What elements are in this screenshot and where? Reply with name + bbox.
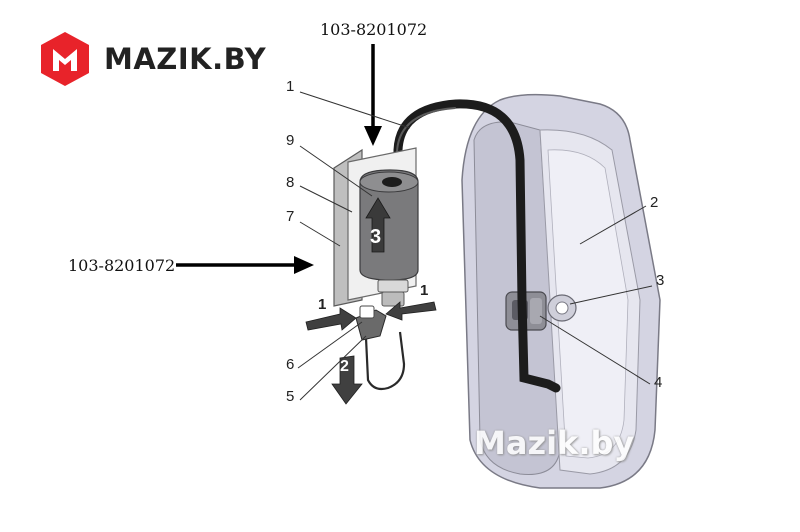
direction-arrows <box>305 301 437 405</box>
callout-4: 4 <box>654 374 663 391</box>
mirror-housing <box>461 93 661 489</box>
part-code-left: 103-8201072 <box>68 256 176 275</box>
brand-logo[interactable]: MAZIK.BY <box>36 28 276 90</box>
watermark: Mazik.by <box>474 424 635 462</box>
callout-1: 1 <box>286 78 295 95</box>
connector-cover <box>359 169 419 281</box>
callout-3: 3 <box>656 272 665 289</box>
arrow-label-slide-up: 3 <box>370 226 382 248</box>
arrow-label-push-right: 1 <box>420 282 429 299</box>
callout-leaders <box>297 91 653 401</box>
callout-5: 5 <box>286 388 295 405</box>
connector-plug <box>355 279 409 341</box>
callout-9: 9 <box>286 132 295 149</box>
arrow-label-pull-down: 2 <box>340 358 349 375</box>
logo-m-icon <box>41 32 89 86</box>
brand-logo-text: MAZIK.BY <box>104 42 267 76</box>
callout-7: 7 <box>286 208 295 225</box>
mounting-bolt <box>547 294 577 322</box>
part-code-top: 103-8201072 <box>320 20 428 39</box>
arrow-label-push-left: 1 <box>318 296 327 313</box>
callout-2: 2 <box>650 194 659 211</box>
callout-6: 6 <box>286 356 295 373</box>
callout-8: 8 <box>286 174 295 191</box>
heating-cable <box>364 99 561 393</box>
